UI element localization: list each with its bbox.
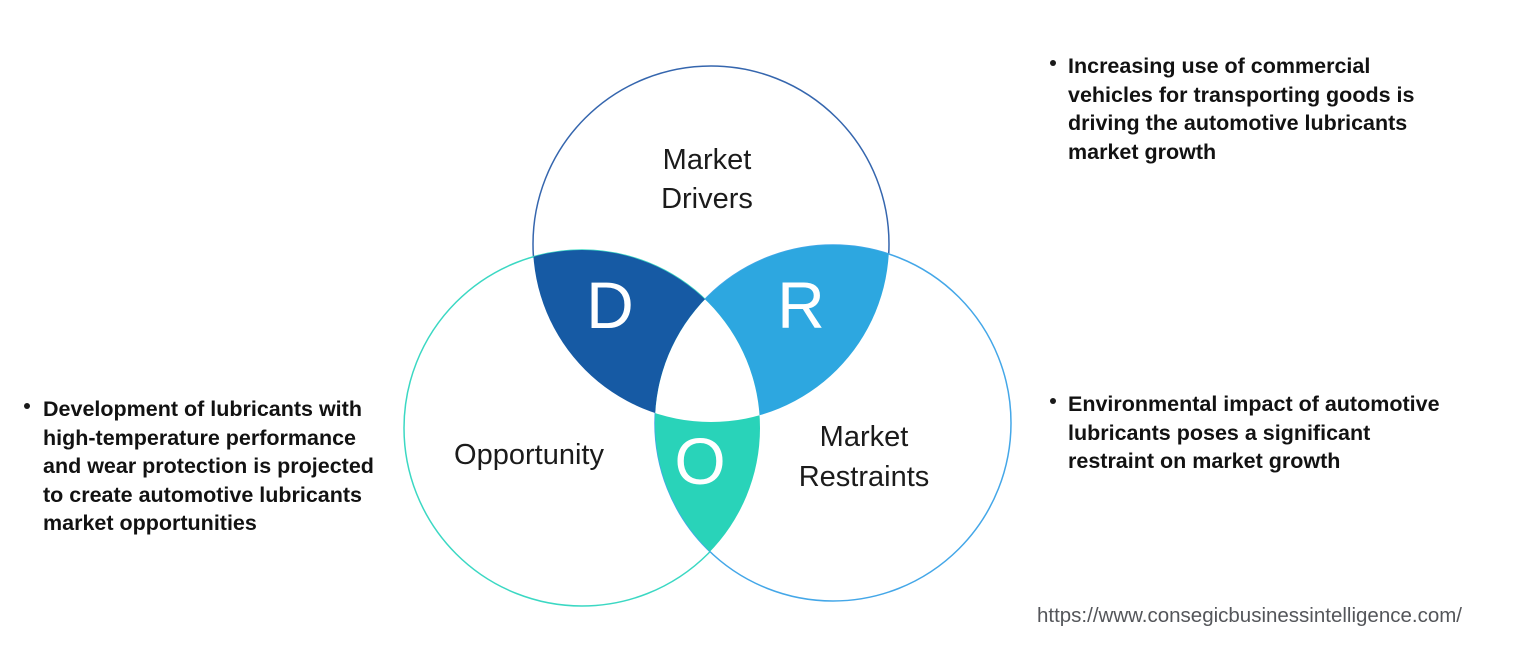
- bullet-opportunity-text: Development of lubricants with high-temp…: [43, 397, 374, 535]
- overlap-letter-d: D: [586, 268, 634, 342]
- overlap-letter-o: O: [674, 424, 725, 498]
- bullet-driver-text: Increasing use of commercial vehicles fo…: [1068, 54, 1415, 164]
- bullet-marker-icon: [1050, 60, 1056, 66]
- label-market-drivers: Market Drivers: [661, 144, 753, 215]
- label-market-restraints: Market Restraints: [798, 421, 930, 493]
- overlap-letter-r: R: [777, 268, 825, 342]
- bullet-marker-icon: [24, 403, 30, 409]
- bullet-marker-icon: [1050, 398, 1056, 404]
- bullet-restraint: Environmental impact of automotive lubri…: [1044, 390, 1484, 476]
- bullet-driver: Increasing use of commercial vehicles fo…: [1044, 52, 1484, 166]
- overlap-drivers-restraints: [655, 245, 889, 422]
- source-url: https://www.consegicbusinessintelligence…: [1036, 604, 1462, 627]
- bullet-opportunity: Development of lubricants with high-temp…: [22, 395, 442, 538]
- label-opportunity: Opportunity: [454, 439, 604, 471]
- overlap-drivers-opportunity: [533, 250, 760, 422]
- bullet-restraint-text: Environmental impact of automotive lubri…: [1068, 392, 1440, 473]
